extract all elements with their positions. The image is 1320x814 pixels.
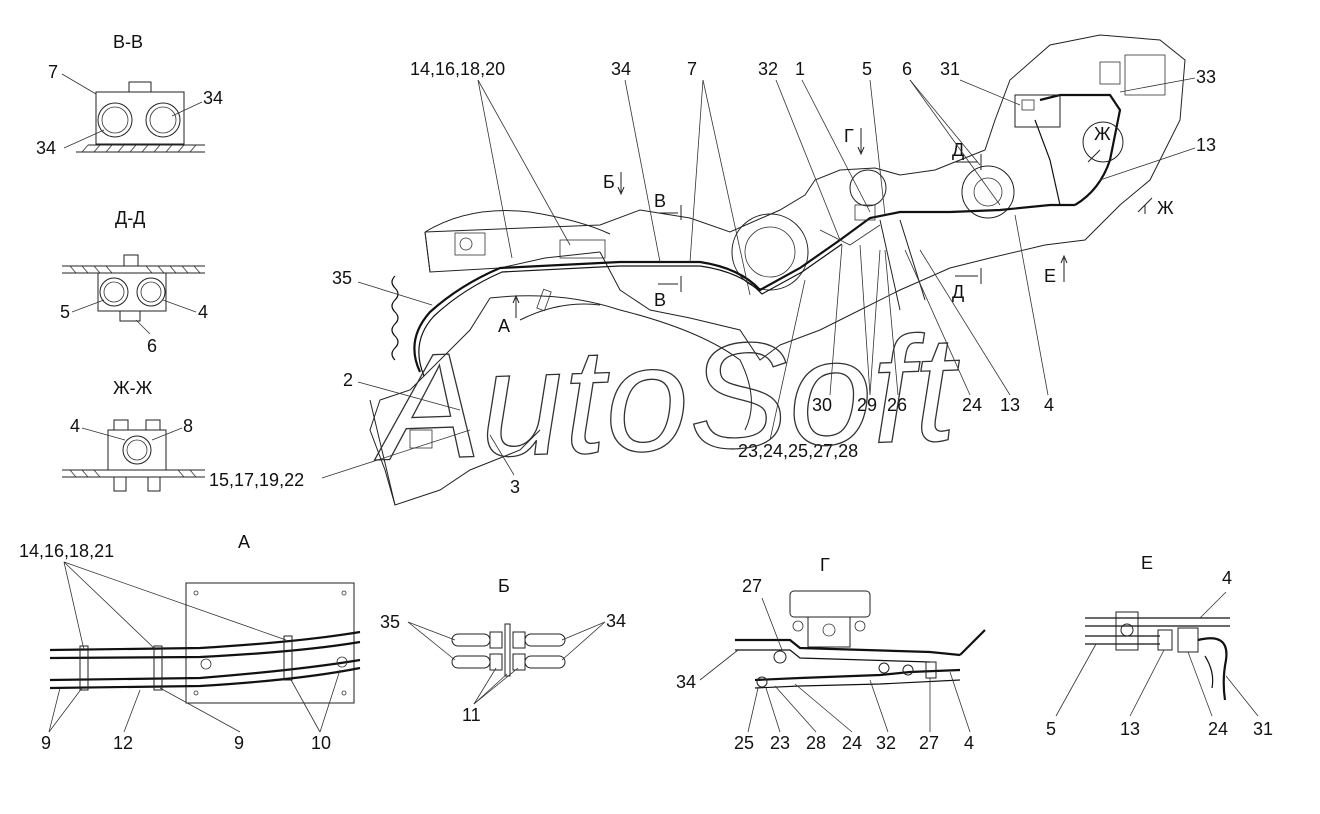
label-vv-34-right: 34 [203, 88, 223, 108]
label-g-23: 23 [770, 733, 790, 753]
label-g-24: 24 [842, 733, 862, 753]
label-main-23-24-25-27-28: 23,24,25,27,28 [738, 441, 858, 461]
svg-text:Д: Д [952, 282, 964, 302]
label-b-34: 34 [606, 611, 626, 631]
marker-a: А [498, 294, 520, 336]
label-main-4: 4 [1044, 395, 1054, 415]
detail-e-title: Е [1141, 553, 1153, 573]
svg-text:Б: Б [603, 172, 615, 192]
label-main-13: 13 [1196, 135, 1216, 155]
svg-text:В: В [654, 290, 666, 310]
label-g-27-top: 27 [742, 576, 762, 596]
svg-text:А: А [498, 316, 510, 336]
watermark-text: AutoSoft [369, 304, 963, 492]
label-b-35: 35 [380, 612, 400, 632]
label-main-5: 5 [862, 59, 872, 79]
label-a-9-left: 9 [41, 733, 51, 753]
label-g-27-bottom: 27 [919, 733, 939, 753]
label-main-2: 2 [343, 370, 353, 390]
section-vv-title: В-В [113, 32, 143, 52]
svg-text:Ж: Ж [1094, 124, 1111, 144]
label-a-9-right: 9 [234, 733, 244, 753]
label-main-7: 7 [687, 59, 697, 79]
marker-v-top: В [654, 191, 682, 220]
label-dd-5: 5 [60, 302, 70, 322]
svg-text:Е: Е [1044, 266, 1056, 286]
marker-zh-circle: Ж [1082, 121, 1124, 163]
detail-a: А 14,16,18,21 9 12 9 10 [19, 532, 361, 753]
main-view: Б В В А Г Д Д [209, 34, 1216, 506]
label-g-34: 34 [676, 672, 696, 692]
detail-g-title: Г [820, 555, 830, 575]
detail-e: Е 4 5 13 24 31 [1046, 553, 1273, 739]
label-e-4: 4 [1222, 568, 1232, 588]
label-main-14-16-18-20: 14,16,18,20 [410, 59, 505, 79]
label-dd-4: 4 [198, 302, 208, 322]
label-main-26: 26 [887, 395, 907, 415]
label-main-3: 3 [510, 477, 520, 497]
svg-text:Г: Г [844, 126, 854, 146]
label-e-13: 13 [1120, 719, 1140, 739]
label-main-24: 24 [962, 395, 982, 415]
label-g-25: 25 [734, 733, 754, 753]
svg-text:Д: Д [952, 140, 964, 160]
label-main-34: 34 [611, 59, 631, 79]
label-g-32: 32 [876, 733, 896, 753]
label-zz-8: 8 [183, 416, 193, 436]
label-main-30: 30 [812, 395, 832, 415]
detail-a-title: А [238, 532, 250, 552]
label-e-5: 5 [1046, 719, 1056, 739]
label-g-4: 4 [964, 733, 974, 753]
label-b-11: 11 [462, 705, 481, 725]
label-e-24: 24 [1208, 719, 1228, 739]
label-main-13-bottom: 13 [1000, 395, 1020, 415]
label-dd-6: 6 [147, 336, 157, 356]
label-main-15-17-19-22: 15,17,19,22 [209, 470, 304, 490]
label-a-10: 10 [311, 733, 331, 753]
detail-g: Г 27 34 25 23 28 24 32 27 4 [676, 555, 986, 753]
label-zz-4: 4 [70, 416, 80, 436]
label-main-6: 6 [902, 59, 912, 79]
marker-b: Б [603, 172, 625, 196]
label-g-28: 28 [806, 733, 826, 753]
section-zz: Ж-Ж 4 8 [62, 378, 205, 492]
label-main-35: 35 [332, 268, 352, 288]
section-vv: В-В 7 34 34 [36, 32, 223, 158]
label-a-14-16-18-21: 14,16,18,21 [19, 541, 114, 561]
detail-b: Б 35 34 11 [380, 576, 626, 725]
label-a-12: 12 [113, 733, 133, 753]
svg-text:Ж: Ж [1157, 198, 1174, 218]
section-dd: Д-Д 5 4 6 [60, 208, 208, 356]
marker-d-bottom: Д [952, 268, 982, 302]
label-vv-34-left: 34 [36, 138, 56, 158]
marker-v-bottom: В [654, 276, 682, 310]
marker-e: Е [1044, 254, 1068, 286]
label-main-1: 1 [795, 59, 805, 79]
detail-b-title: Б [498, 576, 510, 596]
label-main-33: 33 [1196, 67, 1216, 87]
svg-text:В: В [654, 191, 666, 211]
marker-d-top: Д [952, 140, 982, 170]
section-zz-title: Ж-Ж [113, 378, 153, 398]
label-main-32: 32 [758, 59, 778, 79]
label-vv-7: 7 [48, 62, 58, 82]
label-e-31: 31 [1253, 719, 1273, 739]
marker-zh-arrow: Ж [1137, 197, 1174, 218]
label-main-31: 31 [940, 59, 960, 79]
label-main-29: 29 [857, 395, 877, 415]
marker-g: Г [844, 126, 865, 156]
section-dd-title: Д-Д [115, 208, 145, 228]
